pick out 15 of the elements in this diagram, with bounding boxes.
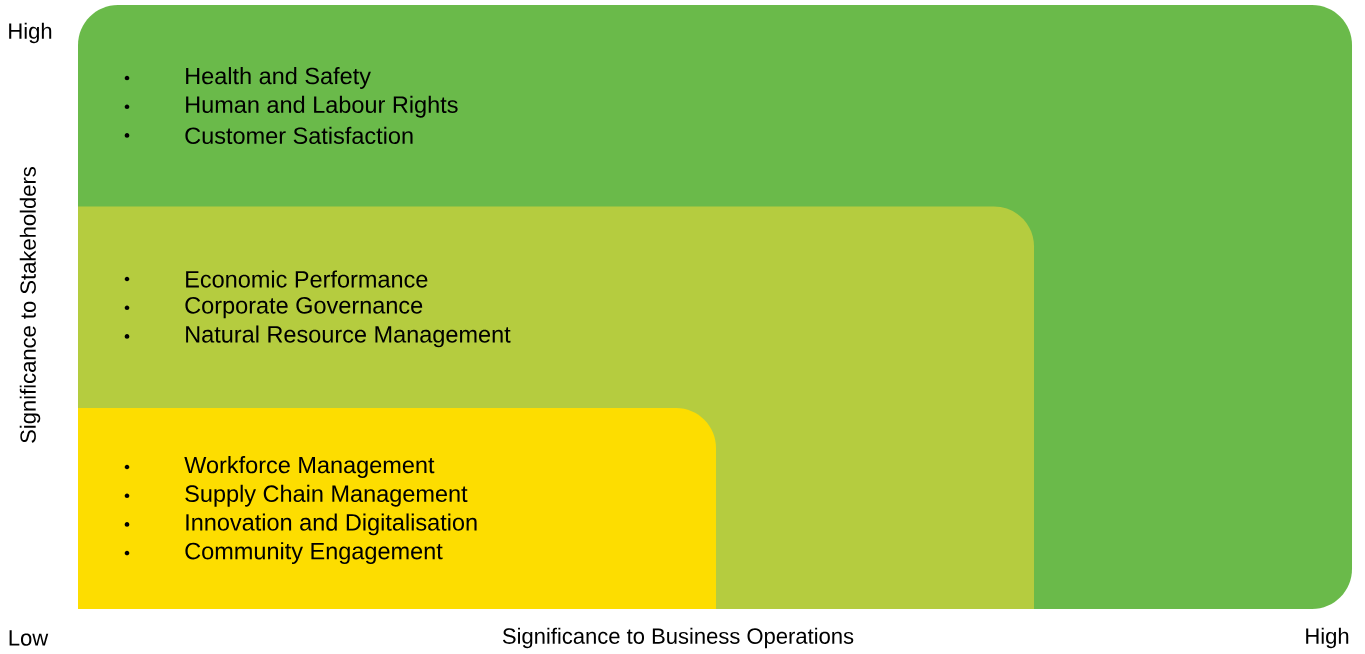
list-item: Human and Labour Rights — [124, 95, 458, 118]
list-item: Workforce Management — [124, 456, 435, 478]
list-item: Customer Satisfaction — [124, 126, 413, 145]
axis-label: Significance to Stakeholders — [19, 167, 41, 443]
axis-label: Significance to Business Operations — [502, 627, 854, 649]
axis-label: Low — [9, 630, 49, 646]
list-item: Innovation and Digitalisation — [124, 513, 477, 536]
list-item: Natural Resource Management — [124, 325, 511, 348]
list-item: Supply Chain Management — [124, 484, 468, 507]
list-item: Community Engagement — [124, 542, 443, 565]
axis-label: High — [1306, 627, 1349, 649]
list-item: Economic Performance — [124, 270, 428, 288]
list-item: Health and Safety — [124, 67, 371, 89]
list-item: Corporate Governance — [124, 297, 423, 319]
axis-label: High — [9, 22, 52, 44]
